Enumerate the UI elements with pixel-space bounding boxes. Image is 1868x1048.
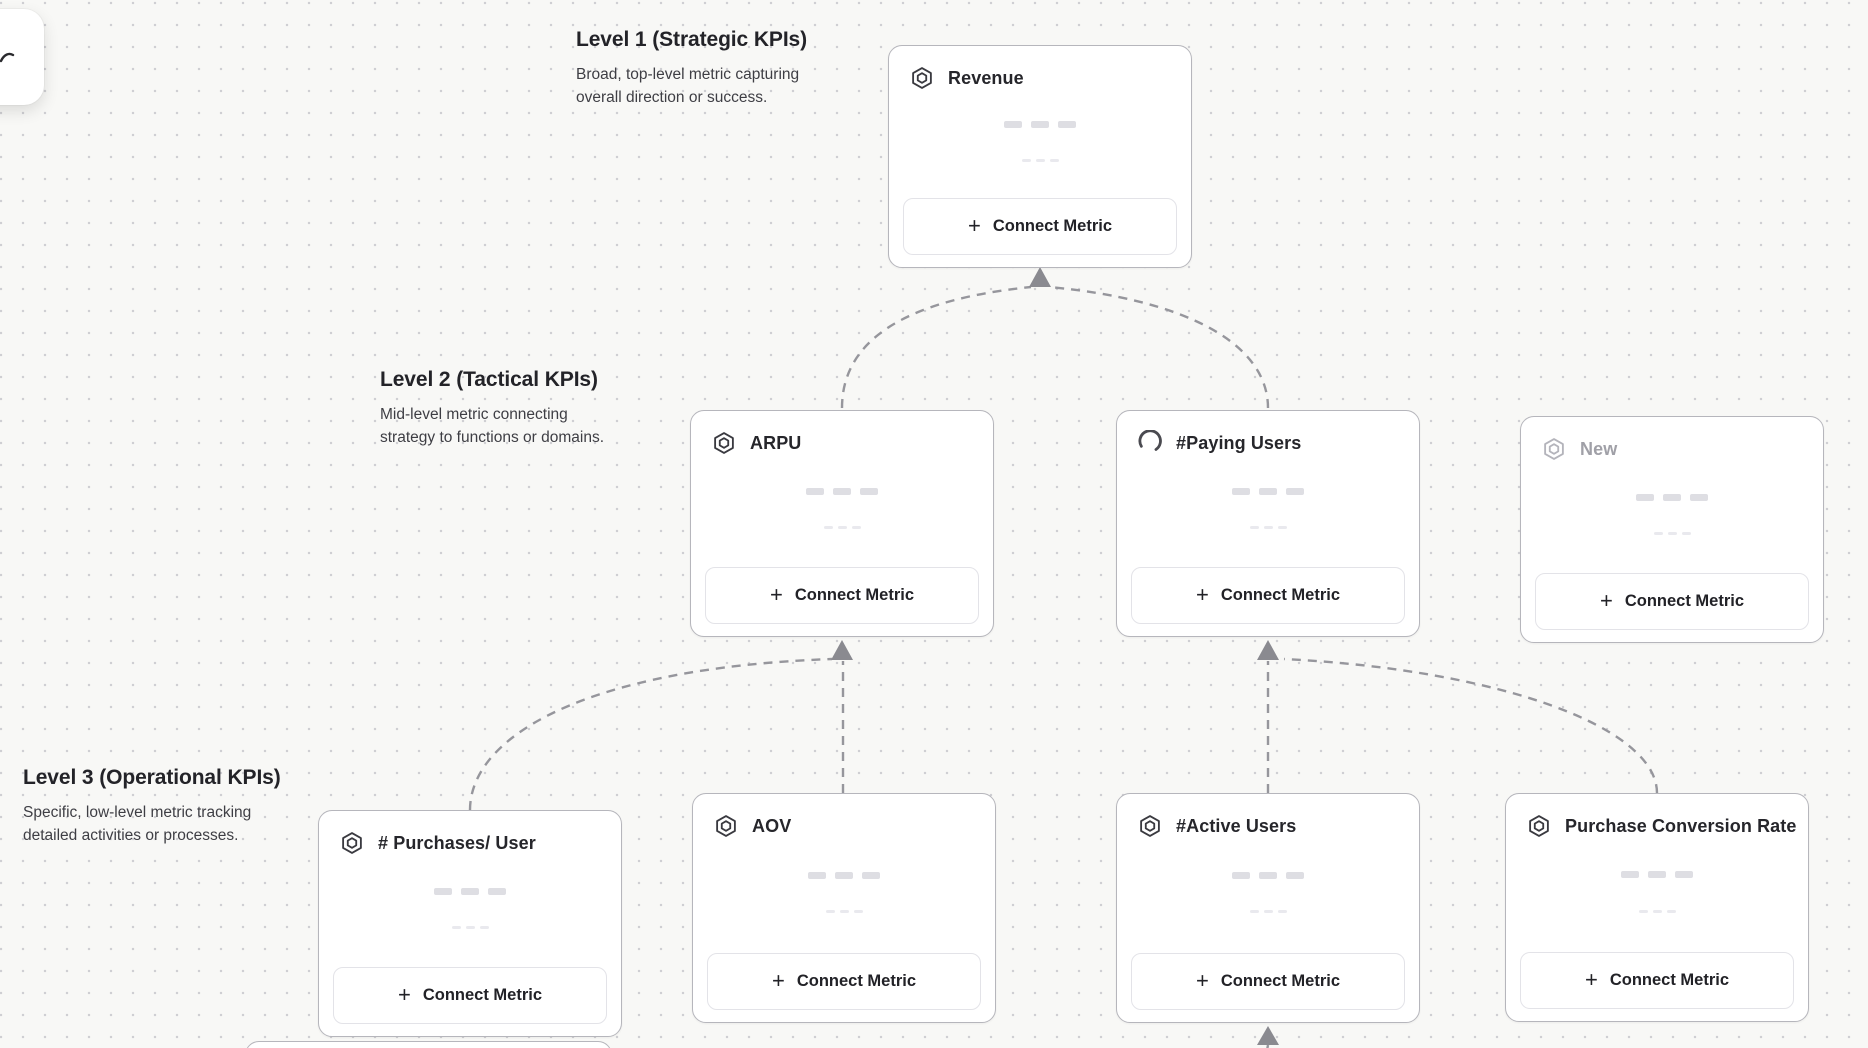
metric-card-arpu[interactable]: ARPU + Connect Metric [690, 410, 994, 637]
skeleton-bars [691, 487, 993, 495]
metric-card-active-users[interactable]: #Active Users + Connect Metric [1116, 793, 1420, 1023]
plus-icon: + [769, 581, 783, 607]
level-3-description: Specific, low-level metric tracking deta… [23, 804, 252, 845]
skeleton-dashes [1506, 909, 1808, 913]
card-title: # Purchases/ User [378, 832, 536, 853]
card-header: # Purchases/ User [319, 811, 621, 856]
level-2-label-group: Level 2 (Tactical KPIs) Mid-level metric… [380, 368, 604, 450]
card-title: New [1580, 438, 1618, 459]
level-3-title: Level 3 (Operational KPIs) [23, 766, 281, 789]
connect-metric-label: Connect Metric [1220, 972, 1341, 990]
skeleton-bars [1117, 871, 1419, 879]
card-header: #Active Users [1117, 794, 1419, 839]
level-1-label-group: Level 1 (Strategic KPIs) Broad, top-leve… [576, 28, 807, 110]
plus-icon: + [1195, 581, 1209, 607]
skeleton-bars [693, 871, 995, 879]
connect-metric-label: Connect Metric [1220, 586, 1341, 604]
skeleton-dashes [693, 910, 995, 914]
spinner-icon [1138, 430, 1162, 451]
edge-arpu-revenue [840, 285, 1032, 409]
level-3-label-group: Level 3 (Operational KPIs) Specific, low… [23, 766, 281, 848]
card-title: Purchase Conversion Rate [1565, 815, 1797, 836]
connect-metric-button[interactable]: + Connect Metric [903, 198, 1177, 255]
skeleton-dashes [889, 158, 1191, 162]
metric-card-purchases-per-user[interactable]: # Purchases/ User + Connect Metric [318, 810, 622, 1037]
plus-icon: + [967, 212, 981, 238]
level-2-description: Mid-level metric connecting strategy to … [380, 406, 605, 447]
edge-paying-users-revenue [1048, 285, 1270, 409]
metric-card-new[interactable]: New + Connect Metric [1520, 416, 1824, 643]
skeleton-dashes [1117, 910, 1419, 914]
level-1-title: Level 1 (Strategic KPIs) [576, 28, 808, 51]
plus-icon: + [397, 981, 411, 1007]
connect-metric-label: Connect Metric [1624, 592, 1745, 610]
card-title: #Paying Users [1176, 432, 1302, 453]
connect-metric-label: Connect Metric [1609, 971, 1730, 989]
edge-purchases-arpu [468, 657, 833, 811]
arrowhead-revenue [1029, 267, 1051, 287]
connect-metric-button[interactable]: + Connect Metric [333, 967, 607, 1024]
skeleton-bars [1521, 493, 1823, 501]
hexagon-icon [1140, 815, 1160, 837]
arrowhead-active-users [1257, 1026, 1279, 1045]
level-1-description: Broad, top-level metric capturing overal… [576, 66, 800, 107]
card-title: AOV [752, 815, 792, 836]
card-header: ARPU [691, 411, 993, 456]
connect-metric-label: Connect Metric [422, 986, 543, 1004]
cursor-icon [0, 52, 15, 63]
hexagon-icon [1544, 438, 1564, 460]
connect-metric-label: Connect Metric [794, 586, 915, 604]
skeleton-dashes [691, 525, 993, 529]
connect-metric-label: Connect Metric [796, 972, 917, 990]
hexagon-icon [1529, 815, 1549, 837]
hexagon-icon [912, 67, 932, 89]
canvas-toolbar-button[interactable] [0, 9, 44, 105]
plus-icon: + [1599, 587, 1613, 613]
connect-metric-button[interactable]: + Connect Metric [1131, 567, 1405, 624]
metric-card-paying-users[interactable]: #Paying Users + Connect Metric [1116, 410, 1420, 637]
plus-icon: + [1584, 966, 1598, 992]
connect-metric-button[interactable]: + Connect Metric [1131, 953, 1405, 1010]
arrowhead-paying-users [1257, 640, 1279, 660]
card-header: Revenue [889, 46, 1191, 91]
edge-pcr-paying-users [1283, 657, 1659, 794]
metric-card-revenue[interactable]: Revenue + Connect Metric [888, 45, 1192, 268]
card-header: #Paying Users [1117, 411, 1419, 456]
card-title: #Active Users [1176, 815, 1297, 836]
connect-metric-button[interactable]: + Connect Metric [707, 953, 981, 1010]
skeleton-dashes [1521, 531, 1823, 535]
connect-metric-button[interactable]: + Connect Metric [1535, 573, 1809, 630]
connect-metric-label: Connect Metric [992, 217, 1113, 235]
card-header: Purchase Conversion Rate [1506, 794, 1808, 839]
skeleton-dashes [1117, 525, 1419, 529]
skeleton-bars [319, 887, 621, 895]
skeleton-bars [1117, 487, 1419, 495]
skeleton-dashes [319, 925, 621, 929]
metric-card-aov[interactable]: AOV + Connect Metric [692, 793, 996, 1023]
plus-icon: + [1195, 967, 1209, 993]
card-title: Revenue [948, 67, 1024, 88]
level-2-title: Level 2 (Tactical KPIs) [380, 368, 598, 391]
card-title: ARPU [750, 432, 802, 453]
plus-icon: + [771, 967, 785, 993]
hexagon-icon [716, 815, 736, 837]
connect-metric-button[interactable]: + Connect Metric [705, 567, 979, 624]
skeleton-bars [1506, 871, 1808, 879]
card-header: New [1521, 417, 1823, 462]
metric-card-purchase-conversion-rate[interactable]: Purchase Conversion Rate + Connect Metri… [1505, 793, 1809, 1022]
card-header: AOV [693, 794, 995, 839]
hexagon-icon [342, 832, 362, 854]
arrowhead-arpu [831, 640, 853, 660]
skeleton-bars [889, 121, 1191, 129]
connect-metric-button[interactable]: + Connect Metric [1520, 952, 1794, 1009]
metric-card-partial[interactable] [245, 1041, 612, 1048]
hexagon-icon [714, 432, 734, 454]
